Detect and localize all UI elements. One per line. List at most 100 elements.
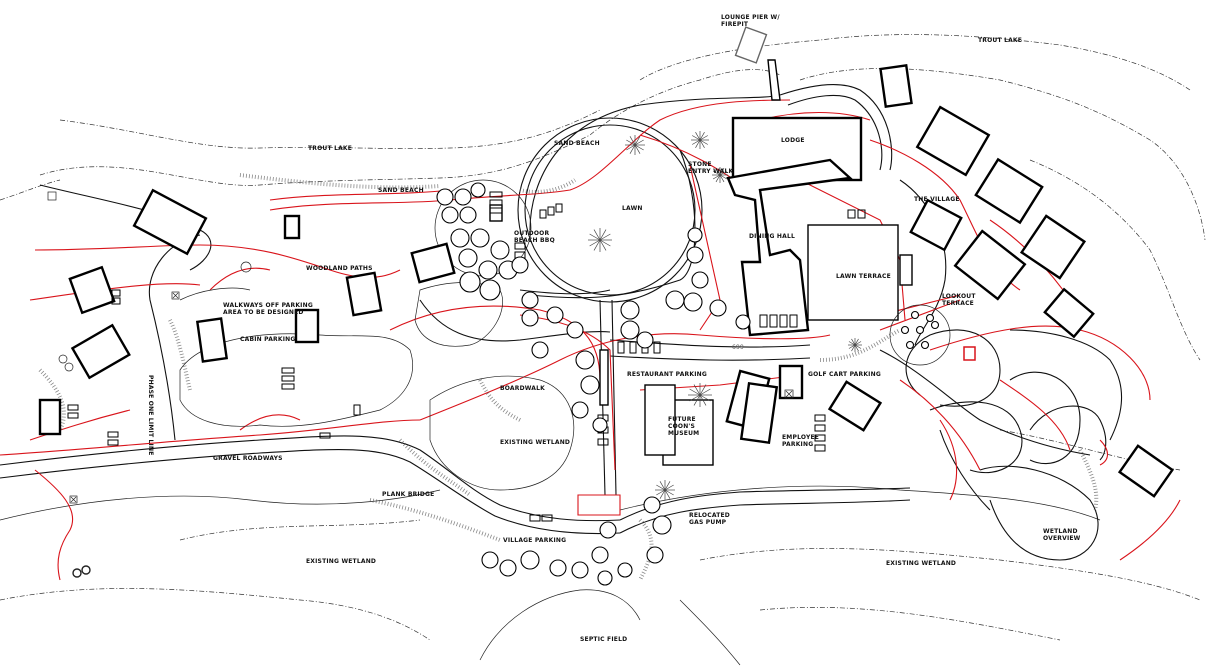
parking-stall <box>111 297 121 305</box>
parking-stall <box>769 314 778 328</box>
tree-symbol <box>709 299 727 317</box>
tree-symbol <box>686 246 704 264</box>
label-wetland-overview: WETLAND OVERVIEW <box>1043 528 1081 542</box>
label-relocated-gas-pump: RELOCATED GAS PUMP <box>689 512 730 526</box>
tree-symbol <box>520 550 540 570</box>
parking-stall <box>489 207 503 214</box>
tree-symbol <box>636 331 654 349</box>
tree-symbol <box>652 515 672 535</box>
parking-stall <box>281 375 295 382</box>
tree-symbol <box>490 240 510 260</box>
tree-symbol <box>599 521 617 539</box>
tree-symbol <box>665 290 685 310</box>
label-phase-one-limit: PHASE ONE LIMIT LINE <box>147 375 154 456</box>
label-existing-wetland-right: EXISTING WETLAND <box>886 560 957 567</box>
tree-symbol <box>470 182 486 198</box>
label-stone-entry-walk: STONE ENTRY WALK <box>688 161 734 175</box>
tree-symbol <box>691 271 709 289</box>
label-sand-beach-top: SAND BEACH <box>554 140 600 147</box>
tree-symbol <box>575 350 595 370</box>
label-lookout-terrace: LOOKOUT TERRACE <box>942 293 976 307</box>
parking-stall <box>353 404 361 416</box>
label-woodland-paths: WOODLAND PATHS <box>306 265 373 272</box>
tree-symbol <box>571 401 589 419</box>
tree-symbol <box>511 256 529 274</box>
tree-symbol <box>499 559 517 577</box>
tree-symbol <box>646 546 664 564</box>
label-walkways: WALKWAYS OFF PARKING AREA TO BE DESIGNED <box>223 302 313 316</box>
tree-symbol <box>617 562 633 578</box>
canopy-tree-symbol <box>712 167 728 183</box>
tree-symbol <box>597 570 613 586</box>
parking-stall <box>759 314 768 328</box>
parking-stall <box>597 438 609 446</box>
tree-symbol <box>591 546 609 564</box>
parking-stall <box>629 341 637 354</box>
label-sand-beach-left: SAND BEACH <box>378 187 424 194</box>
label-golf-cart-parking: GOLF CART PARKING <box>808 371 881 378</box>
parking-stall <box>107 431 119 438</box>
canopy-tree-symbol <box>625 135 645 155</box>
label-lawn-terrace: LAWN TERRACE <box>836 273 891 280</box>
tree-symbol <box>546 306 564 324</box>
terrace-table <box>925 313 935 323</box>
label-village-parking: VILLAGE PARKING <box>503 537 567 544</box>
tree-symbol <box>441 206 459 224</box>
label-spot-elevation: 699 <box>732 344 745 351</box>
parking-stall <box>857 209 866 219</box>
village-path-loops <box>899 179 1123 561</box>
proposed-redlines <box>0 99 1181 581</box>
label-restaurant-parking: RESTAURANT PARKING <box>627 371 708 378</box>
tree-symbol <box>549 559 567 577</box>
canopy-tree-symbol <box>848 338 862 352</box>
label-lawn: LAWN <box>622 205 643 212</box>
tree-symbol <box>459 206 477 224</box>
tree-symbol <box>620 300 640 320</box>
parking-stall <box>789 314 798 328</box>
label-lounge-pier: LOUNGE PIER W/ FIREPIT <box>721 14 780 28</box>
parking-stall <box>281 383 295 390</box>
parking-stall <box>539 209 547 219</box>
canopy-tree-symbol <box>588 228 612 252</box>
label-trout-lake-left: TROUT LAKE <box>308 145 353 152</box>
parking-stall <box>814 444 826 452</box>
terrace-table <box>930 320 940 330</box>
tree-symbol <box>735 314 751 330</box>
tree-symbol <box>454 188 472 206</box>
canopy-tree-symbol <box>688 383 712 407</box>
label-employee-parking: EMPLOYEE PARKING <box>782 434 820 448</box>
canopy-tree-symbol <box>655 480 675 500</box>
label-existing-wetland-left: EXISTING WETLAND <box>306 558 377 565</box>
tree-symbol <box>592 417 608 433</box>
label-outdoor-bbq: OUTDOOR BEACH BBQ <box>514 230 555 244</box>
parking-stall <box>814 434 826 442</box>
parking-stall <box>547 206 555 216</box>
terrace-table <box>910 310 920 320</box>
label-existing-wetland-center: EXISTING WETLAND <box>500 439 571 446</box>
canopy-tree-symbol <box>691 131 709 149</box>
label-plank-bridge: PLANK BRIDGE <box>382 491 435 498</box>
parking-stall <box>814 414 826 422</box>
parking-stall <box>67 404 79 411</box>
tree-symbol <box>481 551 499 569</box>
misc-symbols <box>47 191 794 578</box>
tree-symbol <box>450 228 470 248</box>
label-trout-lake-right: TROUT LAKE <box>978 37 1023 44</box>
tree-symbol <box>470 228 490 248</box>
tree-symbol <box>479 279 501 301</box>
parking-stall <box>847 209 856 219</box>
parking-stall <box>489 199 503 206</box>
parking-stall <box>779 314 788 328</box>
terrace-table <box>905 340 915 350</box>
terrace-table <box>900 325 910 335</box>
parking-stall <box>555 203 563 213</box>
tree-symbol <box>687 227 703 243</box>
tree-symbol <box>478 260 498 280</box>
parking-stall <box>541 514 553 522</box>
parking-stall <box>67 412 79 419</box>
parking-stall <box>814 424 826 432</box>
tree-symbol <box>620 320 640 340</box>
tree-symbol <box>580 375 600 395</box>
tree-symbol <box>436 188 454 206</box>
